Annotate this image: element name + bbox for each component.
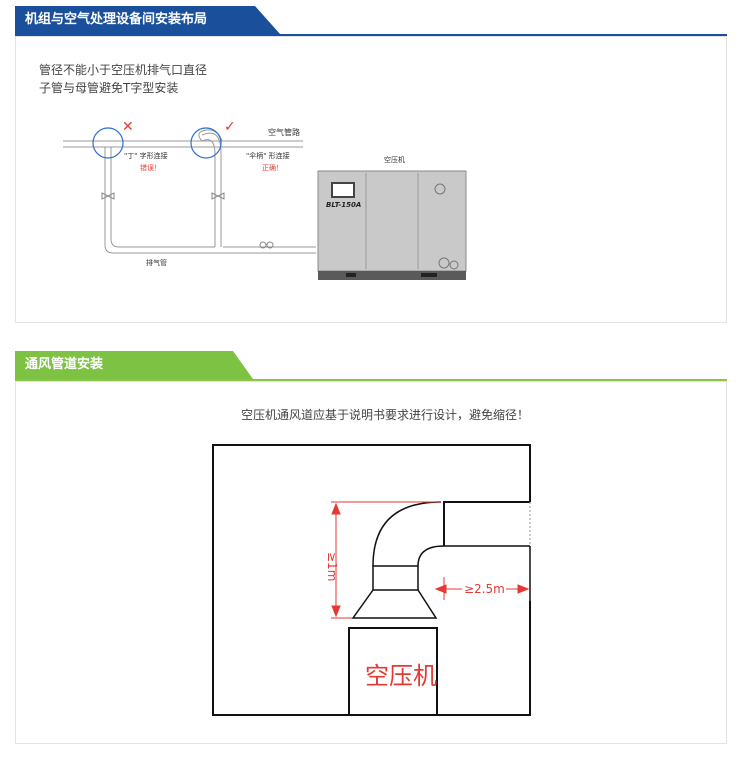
note-ventilation-design: 空压机通风道应基于说明书要求进行设计，避免缩径！: [241, 408, 530, 422]
label-height-dim: ≥1m: [325, 552, 339, 581]
label-model: BLT-150A: [326, 201, 361, 209]
label-umbrella-joint: "伞柄" 形连接: [246, 151, 290, 160]
note-pipe-diameter: 管径不能小于空压机排气口直径: [39, 63, 208, 77]
section-tab-layout: 机组与空气处理设备间安装布局: [15, 6, 280, 34]
ventilation-diagram: 空压机 ≥1m ≥2.5m: [212, 444, 531, 716]
section-header-ventilation: 通风管道安装: [15, 351, 727, 381]
section-header-layout: 机组与空气处理设备间安装布局: [15, 6, 727, 36]
wrong-mark-icon: ✕: [122, 119, 134, 135]
pipe-layout-diagram: 空气管路 ✕ ✓ "丁" 字形连接 错误！ "伞柄" 形连接: [63, 119, 467, 280]
label-t-joint: "丁" 字形连接: [124, 151, 168, 160]
label-width-dim: ≥2.5m: [464, 582, 505, 596]
label-wrong: 错误！: [140, 163, 161, 172]
label-compressor-box: 空压机: [365, 662, 437, 690]
panel-ventilation: 空压机通风道应基于说明书要求进行设计，避免缩径！ 空压机 ≥1m: [15, 381, 727, 744]
section-tab-ventilation: 通风管道安装: [15, 351, 253, 379]
highlight-circle-right: [190, 127, 222, 159]
highlight-circle-wrong: [92, 127, 124, 159]
control-panel-screen: [331, 182, 355, 198]
panel-layout: 管径不能小于空压机排气口直径 子管与母管避免T字型安装 空气管路: [15, 36, 727, 323]
section-title-ventilation: 通风管道安装: [25, 357, 104, 372]
right-mark-icon: ✓: [224, 119, 236, 135]
section-title-layout: 机组与空气处理设备间安装布局: [25, 12, 208, 27]
compressor-box: [348, 627, 438, 716]
t-branch-pipe: [104, 147, 316, 254]
label-compressor: 空压机: [384, 155, 405, 164]
label-right: 正确！: [262, 163, 283, 172]
ventilation-duct: [351, 501, 531, 619]
gear-icon: [438, 257, 450, 269]
compressor-unit: 空压机 BLT-150A: [317, 155, 467, 280]
label-air-pipe: 空气管路: [268, 127, 300, 137]
gear-icon: [449, 260, 459, 270]
height-dimension: [331, 501, 441, 619]
air-main-pipe: [63, 140, 303, 148]
width-dim-label-bg: [462, 580, 506, 596]
label-exhaust-pipe: 排气管: [146, 258, 167, 267]
valve-icon: [101, 192, 274, 249]
logo-icon: [434, 183, 446, 195]
note-avoid-t-joint: 子管与母管避免T字型安装: [39, 81, 179, 95]
